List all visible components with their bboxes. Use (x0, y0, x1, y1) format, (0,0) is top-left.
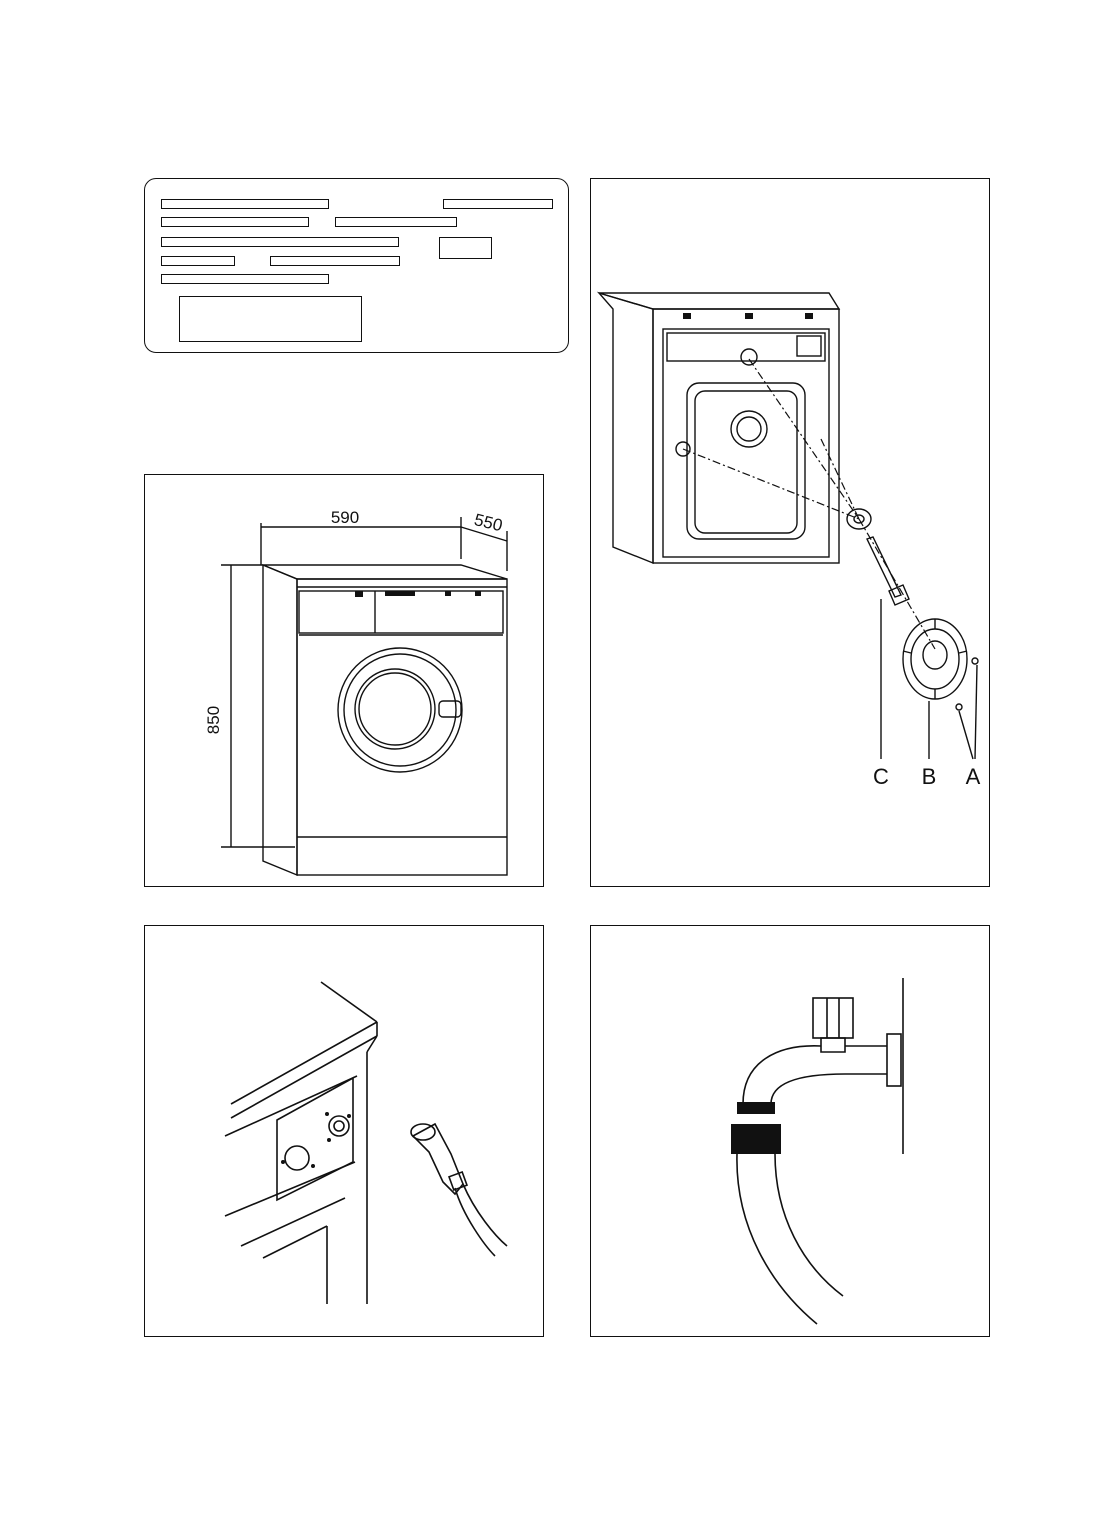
part-label-b: B (922, 764, 937, 789)
part-label-c: C (873, 764, 889, 789)
rating-plate (144, 178, 569, 353)
height-dimension-label: 850 (204, 706, 223, 734)
rating-plate-box (439, 237, 492, 259)
rating-plate-large-box (179, 296, 362, 342)
part-label-a: A (966, 764, 981, 789)
rating-plate-field (161, 217, 309, 227)
washing-machine-dimensions-drawing: 590 550 850 (204, 508, 508, 877)
water-tap-hose-drawing (731, 978, 904, 1325)
rating-plate-field (161, 274, 329, 284)
hose-connection-panel (144, 925, 544, 1337)
rating-plate-field (270, 256, 400, 266)
rear-view-transit-bolt-drawing: C B A (596, 291, 981, 789)
rating-plate-field (161, 199, 329, 209)
tap-connection-panel (590, 925, 990, 1337)
machine-inlet-hose-drawing (224, 981, 508, 1304)
rating-plate-field (335, 217, 457, 227)
rating-plate-field (443, 199, 553, 209)
rating-plate-field (161, 237, 399, 247)
rating-plate-field (161, 256, 235, 266)
dimensions-panel: 590 550 850 (144, 474, 544, 887)
width-dimension-label: 590 (331, 508, 359, 527)
transit-bolt-panel: C B A (590, 178, 990, 887)
